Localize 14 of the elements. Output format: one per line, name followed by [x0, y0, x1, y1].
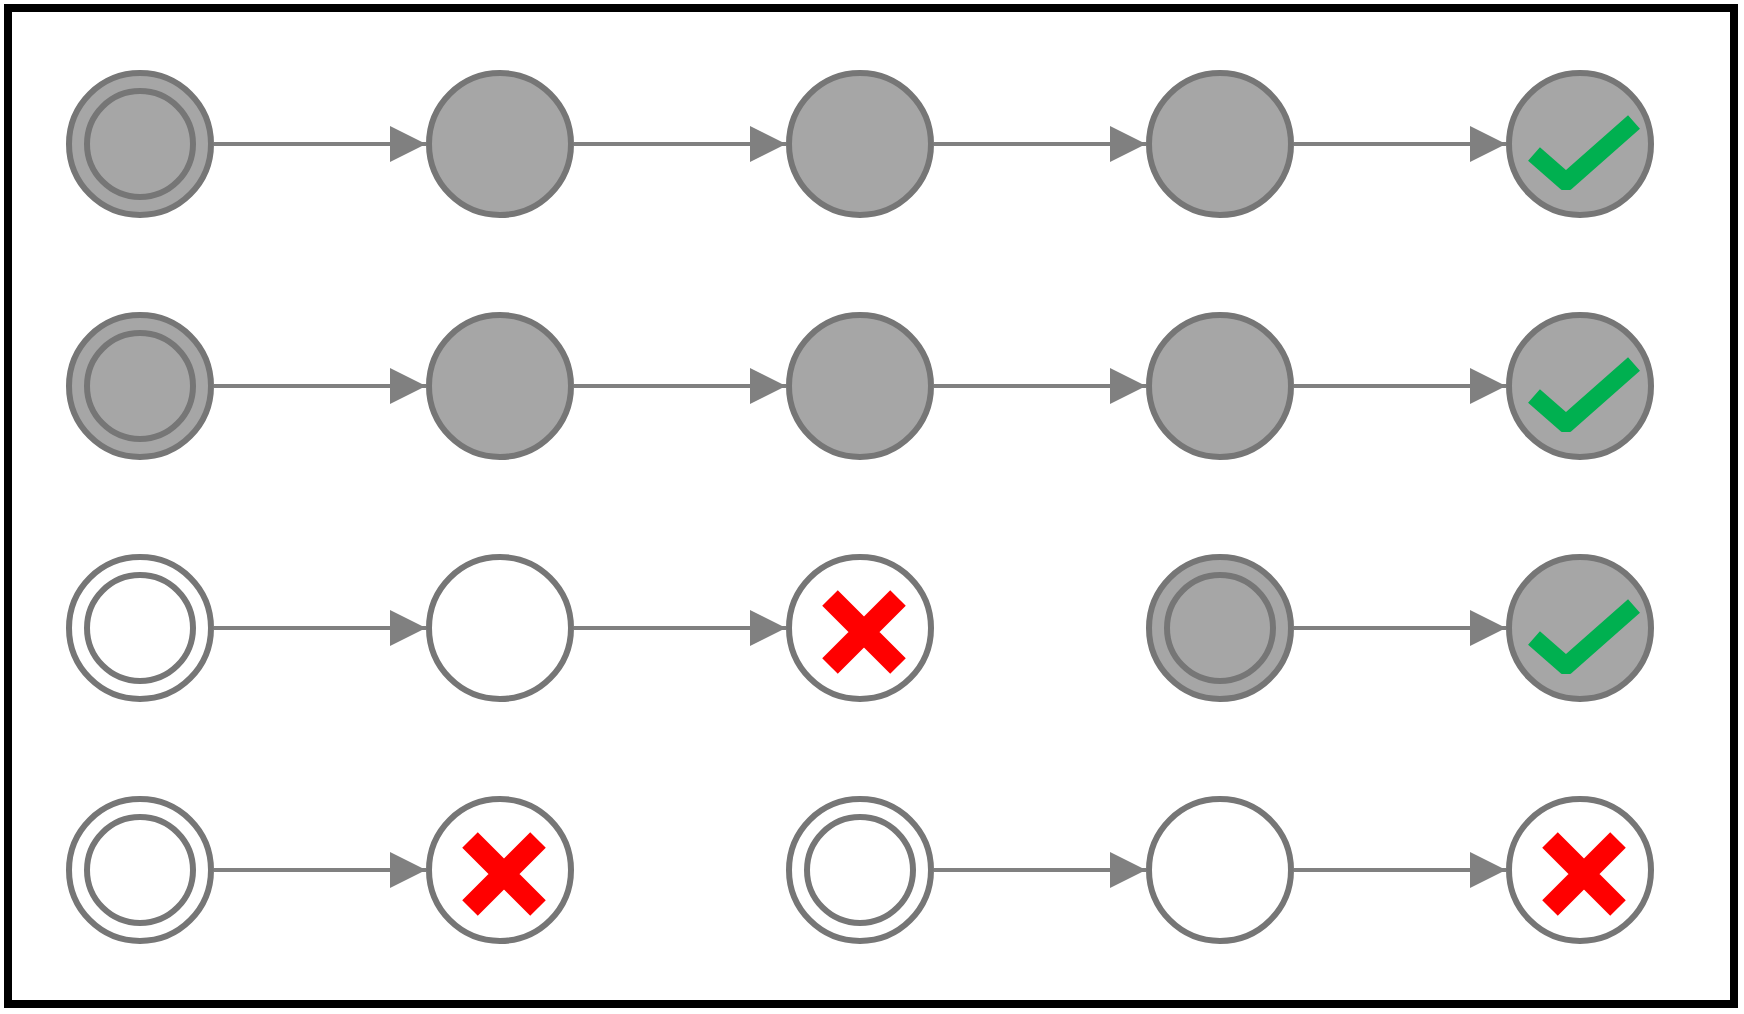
arrow [574, 610, 786, 646]
arrow [934, 852, 1146, 888]
arrow [1294, 852, 1506, 888]
arrow [214, 126, 426, 162]
arrow [1294, 610, 1506, 646]
arrow [1294, 126, 1506, 162]
arrow [574, 368, 786, 404]
arrow [1294, 368, 1506, 404]
arrow [934, 126, 1146, 162]
arrow [214, 368, 426, 404]
arrow [214, 852, 426, 888]
arrow [214, 610, 426, 646]
arrow [574, 126, 786, 162]
arrow [934, 368, 1146, 404]
